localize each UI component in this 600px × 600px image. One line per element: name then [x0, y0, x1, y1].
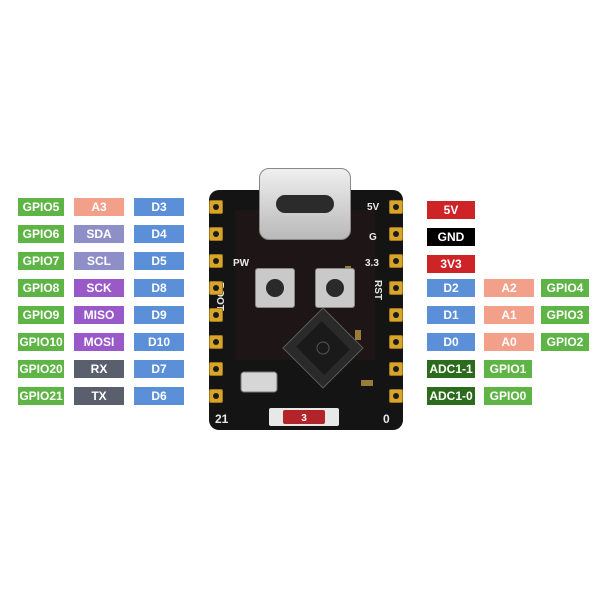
left-gpio-label: GPIO8: [18, 279, 64, 297]
usb-c-connector: [259, 168, 351, 240]
left-d-label: D5: [134, 252, 184, 270]
left-header-pin: [209, 308, 223, 322]
left-d-label: D8: [134, 279, 184, 297]
silk-3v3: 3.3: [365, 258, 379, 269]
silk-5v: 5V: [367, 202, 380, 213]
right-a-label: A0: [484, 333, 534, 351]
left-header-pin: [209, 389, 223, 403]
left-gpio-label: GPIO20: [18, 360, 64, 378]
left-header-pin: [209, 200, 223, 214]
reset-button[interactable]: [315, 268, 355, 308]
left-gpio-label: GPIO21: [18, 387, 64, 405]
left-gpio-label: GPIO10: [18, 333, 64, 351]
board-pcb: 3: [209, 190, 403, 430]
right-adc-label: ADC1-0: [427, 387, 475, 405]
right-header-pin: [389, 227, 403, 241]
right-adc-label: ADC1-1: [427, 360, 475, 378]
right-adc-gpio-label: GPIO1: [484, 360, 532, 378]
left-header-pin: [209, 362, 223, 376]
svg-text:3: 3: [301, 413, 307, 424]
left-d-label: D10: [134, 333, 184, 351]
right-power-label: 3V3: [427, 255, 475, 273]
microcontroller-board: 3 5V G 3.3 PW BOOT RST 21 0: [205, 168, 407, 430]
left-alt-label: TX: [74, 387, 124, 405]
left-alt-label: RX: [74, 360, 124, 378]
left-gpio-label: GPIO5: [18, 198, 64, 216]
silk-g: G: [369, 232, 377, 243]
right-gpio-label: GPIO3: [541, 306, 589, 324]
right-power-label: GND: [427, 228, 475, 246]
right-header-pin: [389, 200, 403, 214]
left-alt-label: SCK: [74, 279, 124, 297]
left-gpio-label: GPIO6: [18, 225, 64, 243]
left-alt-label: MISO: [74, 306, 124, 324]
left-header-pin: [209, 227, 223, 241]
right-gpio-label: GPIO4: [541, 279, 589, 297]
right-adc-gpio-label: GPIO0: [484, 387, 532, 405]
right-d-label: D2: [427, 279, 475, 297]
left-d-label: D6: [134, 387, 184, 405]
right-header-pin: [389, 335, 403, 349]
right-gpio-label: GPIO2: [541, 333, 589, 351]
left-d-label: D3: [134, 198, 184, 216]
right-header-pin: [389, 281, 403, 295]
right-power-label: 5V: [427, 201, 475, 219]
right-header-pin: [389, 389, 403, 403]
right-a-label: A1: [484, 306, 534, 324]
left-alt-label: MOSI: [74, 333, 124, 351]
right-d-label: D0: [427, 333, 475, 351]
silk-pw: PW: [233, 258, 250, 269]
right-header-pin: [389, 308, 403, 322]
left-header-pin: [209, 335, 223, 349]
silk-21: 21: [215, 412, 229, 426]
right-a-label: A2: [484, 279, 534, 297]
boot-button[interactable]: [255, 268, 295, 308]
left-gpio-label: GPIO9: [18, 306, 64, 324]
right-header-pin: [389, 254, 403, 268]
silk-rst: RST: [372, 280, 383, 300]
left-d-label: D7: [134, 360, 184, 378]
mcu-chip: [282, 307, 364, 389]
left-gpio-label: GPIO7: [18, 252, 64, 270]
left-alt-label: A3: [74, 198, 124, 216]
left-header-pin: [209, 281, 223, 295]
right-header-pin: [389, 362, 403, 376]
left-d-label: D4: [134, 225, 184, 243]
left-alt-label: SDA: [74, 225, 124, 243]
left-header-pin: [209, 254, 223, 268]
crystal: [240, 371, 278, 393]
right-d-label: D1: [427, 306, 475, 324]
left-alt-label: SCL: [74, 252, 124, 270]
silk-0: 0: [383, 412, 390, 426]
left-d-label: D9: [134, 306, 184, 324]
